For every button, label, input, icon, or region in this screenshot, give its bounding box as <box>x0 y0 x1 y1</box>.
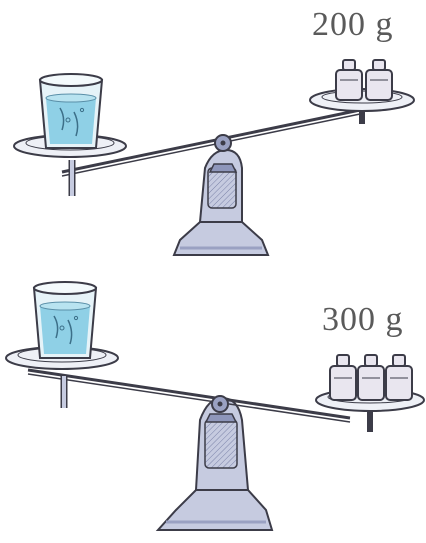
scale-bottom-stand <box>158 398 272 530</box>
weight-icon <box>366 60 392 100</box>
weight-icon <box>330 355 356 400</box>
scale-bottom-weight-label: 300 g <box>322 301 404 339</box>
scale-top-weight-label: 200 g <box>312 6 394 44</box>
scale-top-stand <box>174 150 268 255</box>
scale-bottom-water-glass <box>34 282 96 358</box>
scale-bottom-weights <box>330 355 412 400</box>
weight-icon <box>336 60 362 100</box>
weight-icon <box>358 355 384 400</box>
scale-top <box>14 60 414 255</box>
weight-icon <box>386 355 412 400</box>
scale-top-water-glass <box>40 74 102 148</box>
scale-bottom-beam <box>28 370 350 418</box>
